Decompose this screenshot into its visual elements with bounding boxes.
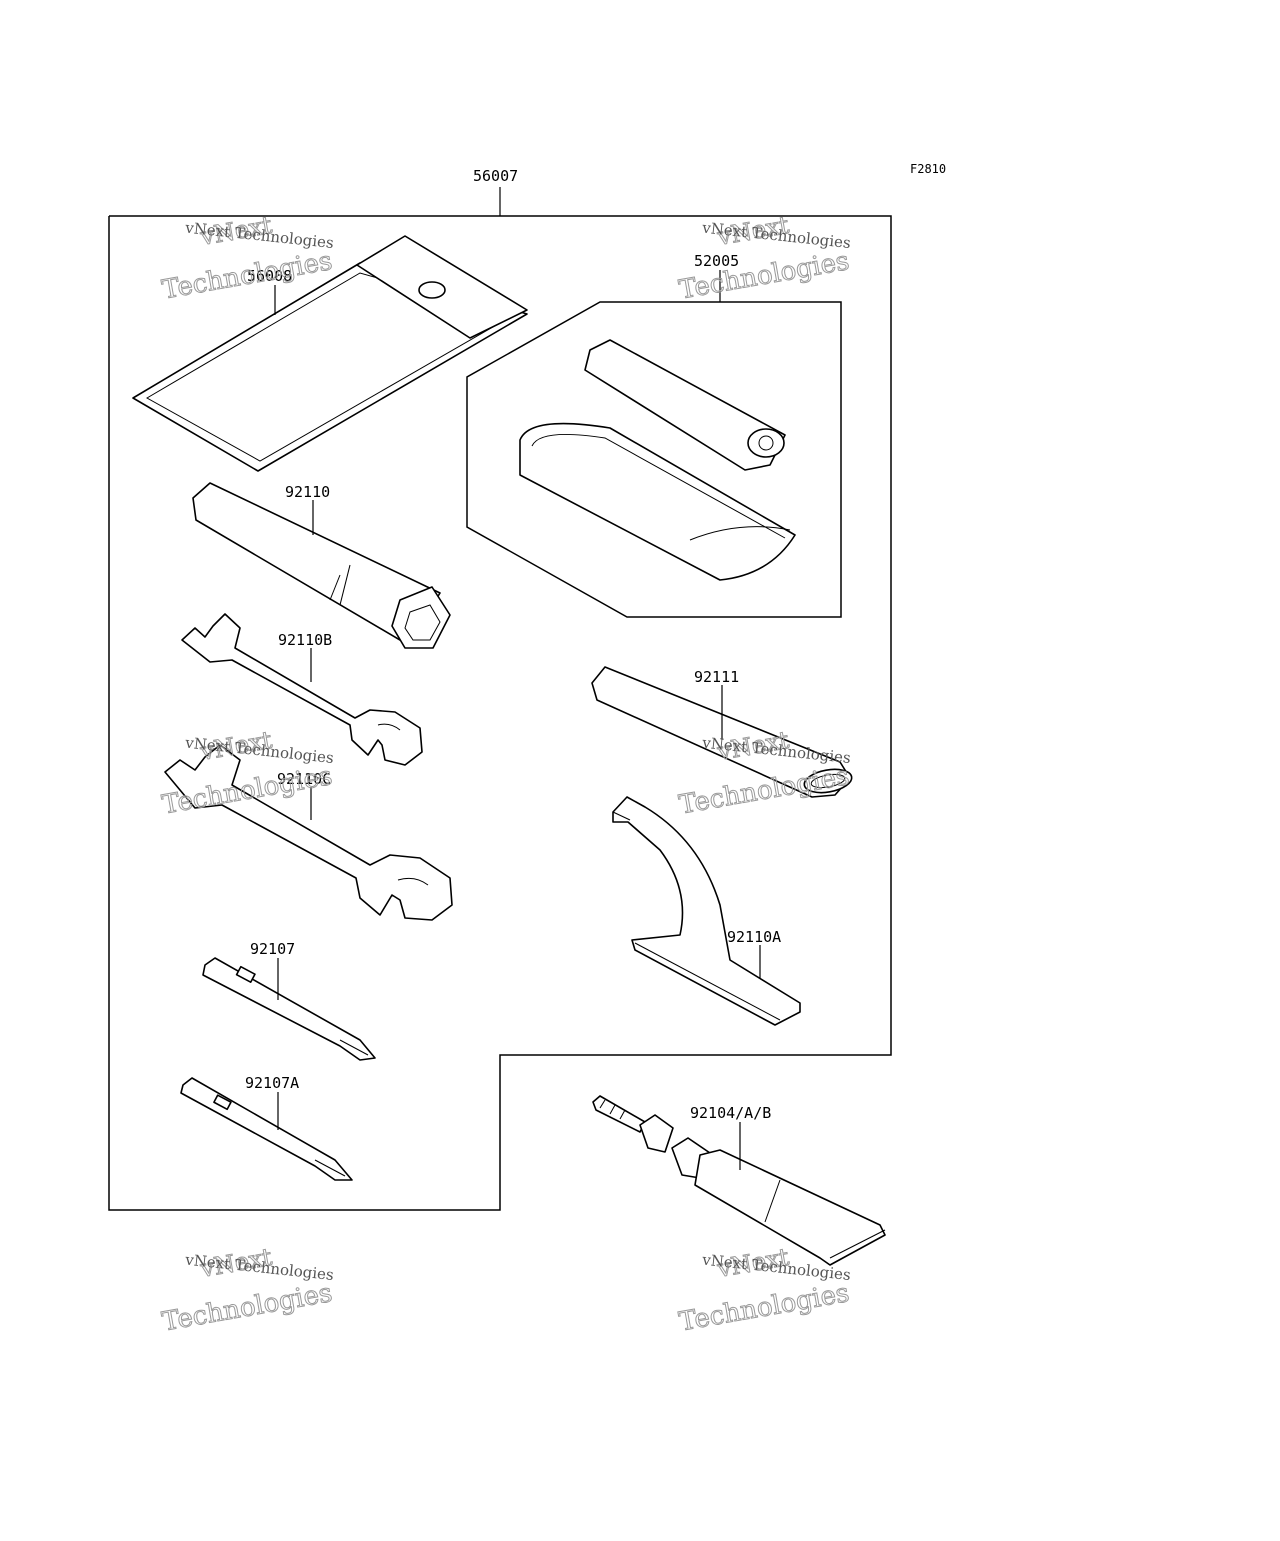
grease-set-illustration [519, 339, 796, 581]
label-92107: 92107 [250, 940, 295, 958]
svg-text:Technologies: Technologies [160, 1278, 335, 1337]
label-52005: 52005 [694, 252, 739, 270]
svg-text:Technologies: Technologies [677, 1278, 852, 1337]
label-92104: 92104/A/B [690, 1104, 771, 1122]
screwdriver-illustration [202, 957, 376, 1061]
label-92110C: 92110C [277, 770, 331, 788]
wrench-c-illustration [164, 744, 453, 921]
grease-set-outline [466, 301, 842, 618]
label-92110: 92110 [285, 483, 330, 501]
hook-wrench-illustration [612, 796, 801, 1026]
watermark-top-left: vNext Technologies vNext Technologies [159, 210, 335, 306]
grease-tube-illustration [592, 1095, 886, 1266]
label-92107A: 92107A [245, 1074, 299, 1092]
screwdriver-a-illustration [180, 1077, 353, 1181]
label-56007: 56007 [473, 167, 518, 185]
tool-kit-outline [108, 215, 892, 1211]
label-92110A: 92110A [727, 928, 781, 946]
diagram-code: F2810 [910, 162, 946, 176]
tool-bag-illustration [132, 235, 528, 472]
label-92110B: 92110B [278, 631, 332, 649]
label-92111: 92111 [694, 668, 739, 686]
plug-wrench-illustration [192, 482, 451, 649]
label-56008: 56008 [247, 267, 292, 285]
watermark-bottom-left: vNext Technologies vNext Technologies [159, 1242, 335, 1338]
wrench-b-illustration [181, 613, 423, 766]
handle-bar-illustration [591, 666, 853, 798]
